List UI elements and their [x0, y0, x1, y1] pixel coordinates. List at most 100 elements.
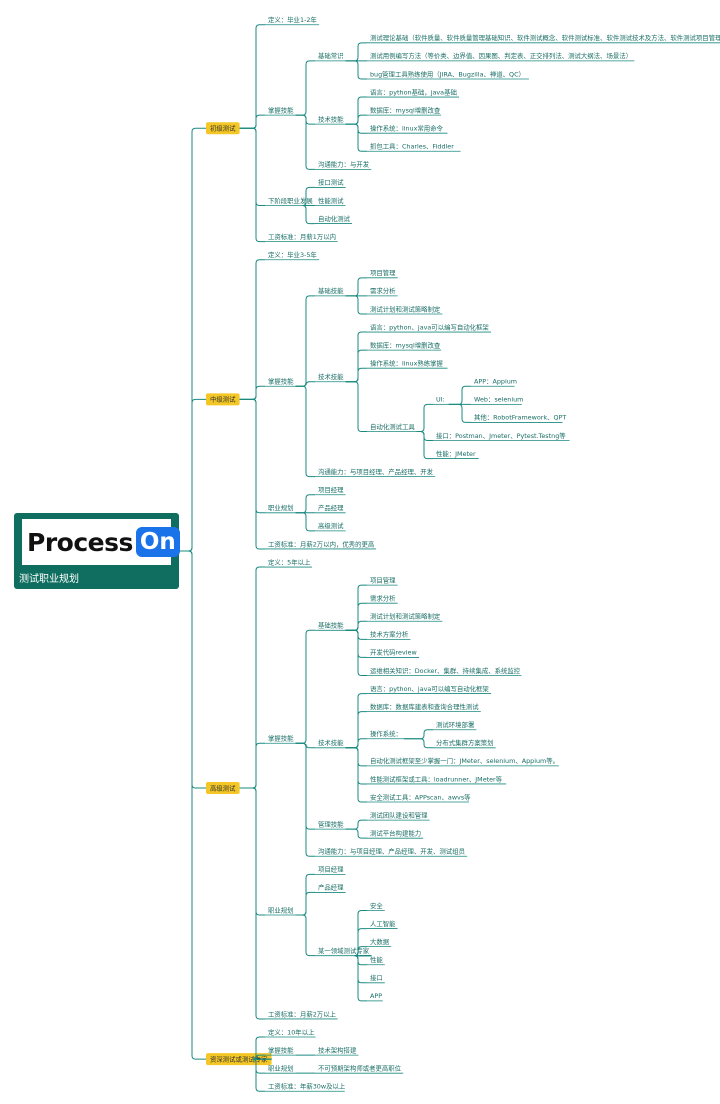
node-掌握技能[interactable]: 掌握技能	[268, 377, 294, 386]
node-抓包工具-Charles-Fiddler[interactable]: 抓包工具：Charles、Fiddler	[370, 142, 454, 151]
node-测试计划和测试策略制定[interactable]: 测试计划和测试策略制定	[370, 612, 441, 621]
node-分布式集群方案策划[interactable]: 分布式集群方案策划	[436, 738, 494, 747]
node-技术方案分析[interactable]: 技术方案分析	[370, 630, 409, 639]
node-基础技能[interactable]: 基础技能	[318, 286, 344, 295]
node-项目经理[interactable]: 项目经理	[318, 485, 344, 494]
node-技术技能[interactable]: 技术技能	[318, 372, 344, 381]
node-测试环境部署[interactable]: 测试环境部署	[436, 720, 475, 729]
node-产品经理[interactable]: 产品经理	[318, 883, 344, 892]
node-数据库-数据库建表和查询合理性测试[interactable]: 数据库：数据库建表和查询合理性测试	[370, 702, 479, 711]
node-APP-Appium[interactable]: APP：Appium	[474, 378, 517, 386]
node-性能测试框架或工具-loadrunner-JMe[interactable]: 性能测试框架或工具：loadrunner、JMeter等	[370, 774, 503, 783]
node-工资标准-月薪2万以上[interactable]: 工资标准：月薪2万以上	[268, 1009, 337, 1018]
node-语言-python基础-java基础[interactable]: 语言：python基础，java基础	[370, 87, 457, 96]
node-职业规划[interactable]: 职业规划	[268, 1063, 294, 1072]
node-项目管理[interactable]: 项目管理	[370, 268, 396, 277]
node-技术技能[interactable]: 技术技能	[318, 114, 344, 123]
node-项目管理[interactable]: 项目管理	[370, 575, 396, 584]
connector-line	[239, 398, 265, 514]
node-大数据[interactable]: 大数据	[370, 937, 390, 946]
node-APP[interactable]: APP	[370, 992, 382, 1000]
node-产品经理[interactable]: 产品经理	[318, 503, 344, 512]
node-bug管理工具熟练使用-JIRA-Bugzill[interactable]: bug管理工具熟练使用（JIRA、Bugzilla、禅道、QC）	[370, 69, 525, 78]
node-下阶段职业发展[interactable]: 下阶段职业发展	[268, 196, 313, 205]
node-性能[interactable]: 性能	[370, 955, 383, 964]
node-测试计划和测试策略制定[interactable]: 测试计划和测试策略制定	[370, 304, 441, 313]
node-沟通能力-与项目经理-产品经理-开发-测试组员[interactable]: 沟通能力：与项目经理、产品经理、开发、测试组员	[318, 847, 465, 856]
node-沟通能力-与开发[interactable]: 沟通能力：与开发	[318, 160, 370, 169]
node-基础技能[interactable]: 基础技能	[318, 621, 344, 630]
stage-tag[interactable]	[206, 1053, 272, 1066]
node-性能-JMeter[interactable]: 性能：JMeter	[436, 449, 476, 458]
connector-line	[295, 494, 315, 514]
node-某一领域测试专家[interactable]: 某一领域测试专家	[318, 946, 370, 955]
node-管理技能[interactable]: 管理技能	[318, 819, 344, 828]
node-测试用例编写方法-等价类-边界值-因果图-判定表[interactable]: 测试用例编写方法（等价类、边界值、因果图、判定表、正交排列法、测试大纲法、场景法…	[370, 51, 632, 60]
node-运维相关知识-Docker-集群-持续集成-系统[interactable]: 运维相关知识：Docker、集群、持续集成、系统监控	[370, 666, 521, 675]
node-语言-python-java可以编写自动化框架[interactable]: 语言：python、java可以编写自动化框架	[370, 322, 489, 331]
node-高级测试[interactable]: 高级测试	[318, 521, 344, 530]
connector-line	[302, 205, 315, 225]
node-操作系统[interactable]: 操作系统：	[370, 729, 402, 738]
node-职业规划[interactable]: 职业规划	[268, 905, 294, 914]
connector-line	[239, 259, 265, 400]
node-安全[interactable]: 安全	[370, 901, 383, 910]
stage-tag[interactable]	[206, 122, 240, 135]
connector-line	[239, 114, 265, 129]
connector-line	[345, 123, 367, 134]
node-测试平台构建能力[interactable]: 测试平台构建能力	[370, 828, 421, 837]
node-接口测试[interactable]: 接口测试	[318, 178, 344, 187]
node-不可预期架构师或者更高职位[interactable]: 不可预期架构师或者更高职位	[318, 1063, 402, 1072]
node-接口[interactable]: 接口	[370, 973, 383, 982]
node-定义-10年以上[interactable]: 定义：10年以上	[268, 1027, 315, 1036]
node-定义-5年以上[interactable]: 定义：5年以上	[268, 557, 311, 566]
connector-line	[96, 550, 206, 1060]
connector-line	[448, 385, 471, 405]
node-自动化测试工具[interactable]: 自动化测试工具	[370, 422, 415, 431]
connector-line	[345, 602, 367, 631]
node-项目经理[interactable]: 项目经理	[318, 865, 344, 874]
connector-line	[295, 742, 315, 857]
node-UI[interactable]: UI:	[436, 396, 445, 404]
node-工资标准-月薪2万以内-优秀的更高[interactable]: 工资标准：月薪2万以内，优秀的更高	[268, 539, 374, 548]
node-定义-毕业1-2年[interactable]: 定义：毕业1-2年	[268, 15, 317, 24]
node-工资标准-月薪1万以内[interactable]: 工资标准：月薪1万以内	[268, 232, 336, 241]
node-工资标准-年薪30w及以上[interactable]: 工资标准：年薪30w及以上	[268, 1082, 346, 1091]
node-操作系统-linux熟练掌握[interactable]: 操作系统：linux熟练掌握	[370, 358, 444, 367]
node-人工智能[interactable]: 人工智能	[370, 919, 396, 928]
node-安全测试工具-APPscan-awvs等[interactable]: 安全测试工具：APPscan、awvs等	[370, 792, 471, 801]
connector-line	[239, 385, 265, 400]
node-自动化测试[interactable]: 自动化测试	[318, 214, 351, 223]
node-语言-python-java可以编写自动化框架[interactable]: 语言：python、java可以编写自动化框架	[370, 684, 489, 693]
node-性能测试[interactable]: 性能测试	[318, 196, 344, 205]
node-Web-selenium[interactable]: Web：selenium	[474, 396, 523, 404]
node-测试团队建设和管理[interactable]: 测试团队建设和管理	[370, 810, 428, 819]
root-node[interactable]: Process On 测试职业规划	[14, 513, 180, 589]
node-基础常识[interactable]: 基础常识	[318, 51, 344, 60]
node-沟通能力-与项目经理-产品经理-开发[interactable]: 沟通能力：与项目经理、产品经理、开发	[318, 467, 434, 476]
node-定义-毕业3-5年[interactable]: 定义：毕业3-5年	[268, 250, 317, 259]
stage-tag[interactable]	[206, 781, 240, 794]
node-其他-RobotFramework-QPT[interactable]: 其他：RobotFramework、QPT	[474, 413, 566, 422]
node-开发代码review[interactable]: 开发代码review	[370, 648, 417, 657]
node-需求分析[interactable]: 需求分析	[370, 593, 396, 602]
node-接口-Postman-Jmeter-Pytest[interactable]: 接口：Postman、Jmeter、Pytest.Testng等	[436, 431, 566, 440]
connector-line	[345, 693, 367, 749]
connector-line	[239, 24, 265, 129]
node-数据库-mysql增删改查[interactable]: 数据库：mysql增删改查	[370, 340, 441, 349]
node-测试理论基础-软件质量-软件质量管理基础知识-软[interactable]: 测试理论基础（软件质量、软件质量管理基础知识、软件测试概念、软件测试标准、软件测…	[370, 33, 720, 42]
connector-line	[239, 398, 265, 550]
node-掌握技能[interactable]: 掌握技能	[268, 105, 294, 114]
connector-line	[345, 123, 367, 152]
node-需求分析[interactable]: 需求分析	[370, 286, 396, 295]
node-职业规划[interactable]: 职业规划	[268, 503, 294, 512]
connector-line	[345, 747, 367, 767]
node-操作系统-linux常用命令[interactable]: 操作系统：linux常用命令	[370, 124, 444, 133]
node-数据库-mysql增删改查[interactable]: 数据库：mysql增删改查	[370, 105, 441, 114]
node-自动化测试框架至少掌握一门-JMeter-sel[interactable]: 自动化测试框架至少掌握一门：JMeter、selenium、Appium等。	[370, 756, 559, 765]
node-技术架构搭建[interactable]: 技术架构搭建	[318, 1045, 357, 1054]
stage-tag[interactable]	[206, 393, 240, 406]
node-掌握技能[interactable]: 掌握技能	[268, 734, 294, 743]
node-掌握技能[interactable]: 掌握技能	[268, 1045, 294, 1054]
node-技术技能[interactable]: 技术技能	[318, 738, 344, 747]
